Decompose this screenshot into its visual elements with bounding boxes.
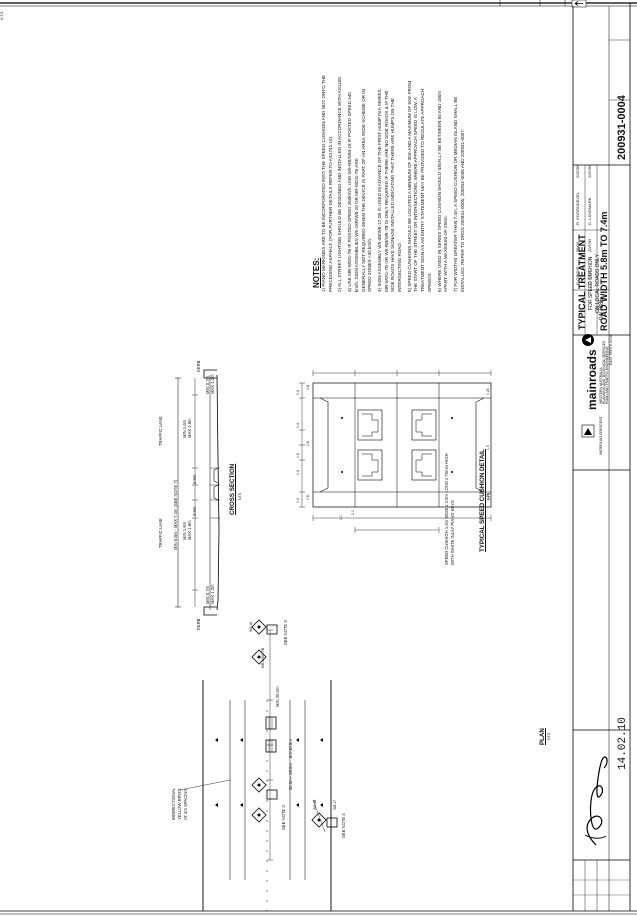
- cushion-dimension-label: 0.4: [296, 423, 300, 428]
- lane-max-left: MAX 1.8m: [187, 520, 192, 540]
- note-line: 3) USE MR-WDG-7B IF POSTED SPEED ≥50km/h…: [347, 92, 353, 292]
- cushion-dimension-label: 0.4: [296, 498, 300, 503]
- drawn-by: P. GROVE: [575, 266, 580, 285]
- cushion-note-2: WITH WHITE INLAY PIANO KEYS: [450, 500, 455, 565]
- sign-label-w5-4b: W5-4B: [313, 799, 317, 810]
- cross-section-nts: NTS: [238, 492, 242, 500]
- cushion-dimension-label: 2.0: [351, 510, 355, 515]
- notes-title: NOTES:: [312, 257, 321, 288]
- plan-heading: PLAN: [539, 728, 546, 745]
- plan-nts: NTS: [547, 732, 551, 740]
- cross-section-heading: CROSS SECTION: [229, 463, 236, 515]
- gap-label-left: 0.6m: [192, 474, 197, 484]
- date-stamp: 14.02.10: [617, 717, 629, 770]
- cushion-dimension-label: 0.25: [486, 388, 490, 395]
- note-line: THE START OF THE STREET OR INTERSECTIONS…: [413, 97, 419, 292]
- distance-8-10: 8.0-10.0m: [288, 739, 293, 758]
- cushion-dimension-label: 0.8: [306, 441, 310, 446]
- agency-logo-text: mainroads: [585, 349, 599, 410]
- cushion-dimension-label: 1.5: [486, 445, 490, 450]
- shoulder-max-right: MAX 1.2m: [210, 374, 215, 394]
- distance-30-50: 30.0m - 50.0m: [288, 763, 293, 790]
- note-line: GENERALLY NOT REQUIRED WHEN THE DEVICE I…: [360, 89, 366, 292]
- address-1: WATERLOO CRESCENT: [599, 416, 603, 455]
- drawing-number: 200931-0004: [616, 95, 628, 160]
- cushion-dimension-label: 0.4: [296, 470, 300, 475]
- designed-by: R. KOORNDEVEL: [575, 192, 580, 225]
- kerb-left: KERB: [196, 618, 201, 630]
- note-line: 6) WHERE USED IN SERIES SPEED CUSHION SH…: [436, 90, 442, 292]
- cushion-dimension-label: 0.25: [486, 493, 490, 500]
- see-note-3-top: SEE NOTE 3: [283, 620, 288, 645]
- note-line: PRECEDING ASPHALT. (FOR FURTHER DETAILS …: [327, 135, 333, 292]
- lane-max-right: MAX 1.8m: [187, 418, 192, 438]
- note-line: SPEED ZONES <40 km/h.: [367, 237, 373, 292]
- see-note-4: SEE NOTE 4: [341, 813, 346, 838]
- bidirectional-label-3: AT 4m SPACING: [183, 788, 188, 820]
- note-line: SPEEDS.: [426, 272, 432, 292]
- note-line: 7) FOR WIDTHS GREATER THAN 7.4m, A SPEED…: [452, 96, 458, 292]
- drawn-date: 05/00: [575, 241, 580, 252]
- file-number: 04/7885: [599, 298, 605, 320]
- note-line: km/h. SIGN ASSEMBLIES W5-18R/W8-20 OR MR…: [353, 158, 359, 292]
- see-note-3-bottom: SEE NOTE 3: [281, 805, 286, 830]
- designed-date: 20/7/99: [575, 164, 580, 178]
- cushion-dimension-label: 1.6: [296, 453, 300, 458]
- cushion-detail-heading: TYPICAL SPEED CUSHION DETAIL: [479, 449, 486, 552]
- shoulder-max-left: MAX 1.2m: [210, 584, 215, 604]
- approved-by: C. BISS: [587, 270, 592, 285]
- note-line: APART WITH A MAXIMUM OF 250m.: [443, 215, 449, 292]
- kerb-right: KERB: [196, 360, 201, 372]
- min-25-label: MIN 25.0m: [275, 686, 280, 707]
- traffic-lane-right: TRAFFIC LANE: [158, 416, 163, 446]
- note-line: 2) ALL STREET LIGHTING SHOULD BE DESIGNE…: [337, 75, 343, 292]
- cushion-dimension-label: 0.8: [306, 385, 310, 390]
- sign-label-mr-wdg-7b: MR-WDG-7B: [261, 648, 265, 668]
- overall-width-label: MIN 5.8m - MAX 7.4m (SEE NOTE 7): [173, 479, 178, 550]
- cushion-note-1: SPEED CUSHION 1.6m WIDE x 2.0m LONG x 75…: [444, 453, 449, 565]
- note-line: 4) SIGN ASSEMBLY W5-4B/W8-17-2B IS USED …: [376, 88, 382, 292]
- traffic-lane-left: TRAFFIC LANE: [158, 518, 163, 548]
- note-line: TREATMENT SIGN AS AN ENTRY STATEMENT MAY…: [420, 88, 426, 292]
- bidirectional-label-2: YELLOW RPM'S: [177, 788, 182, 820]
- cushion-dimension-label: 1.0: [339, 515, 343, 520]
- note-line: SIDE ROADS HAVE SIGNAGE INSTALLED INDICA…: [390, 98, 396, 292]
- scale-label: N.T.S.: [0, 10, 4, 20]
- sign-label-w8-17: W8-17: [333, 800, 337, 810]
- cushion-dimension-label: 0.4: [296, 390, 300, 395]
- note-line: MR-WDG-7B OR W5-RB/W8-7B IS ONLY REQUIRE…: [383, 90, 389, 292]
- cushion-dimension-label: 0.8: [306, 495, 310, 500]
- note-line: 1) PIANO MARKINGS ARE TO BE INCORPORATED…: [321, 74, 326, 292]
- note-line: INTERSECTING ROAD.: [397, 241, 402, 292]
- note-line: 5) SPEED CUSHIONS SHOULD BE LOCATED A MI…: [406, 80, 412, 292]
- sign-label-w5-18: W5-18: [249, 622, 253, 632]
- approved-date: 20/7/99: [587, 238, 592, 252]
- bidirectional-label-1: BIDIRECTIONAL: [171, 787, 176, 820]
- gap-label-right: 0.6m: [192, 506, 197, 516]
- address-2: EAST PERTH 6004: [609, 335, 613, 365]
- note-line: INSTALLED. REFER TO DRGS 200931-0005, 20…: [459, 128, 465, 292]
- checked-by: D. LANDMARK: [587, 197, 592, 225]
- checked-date: 20/7/99: [587, 164, 592, 178]
